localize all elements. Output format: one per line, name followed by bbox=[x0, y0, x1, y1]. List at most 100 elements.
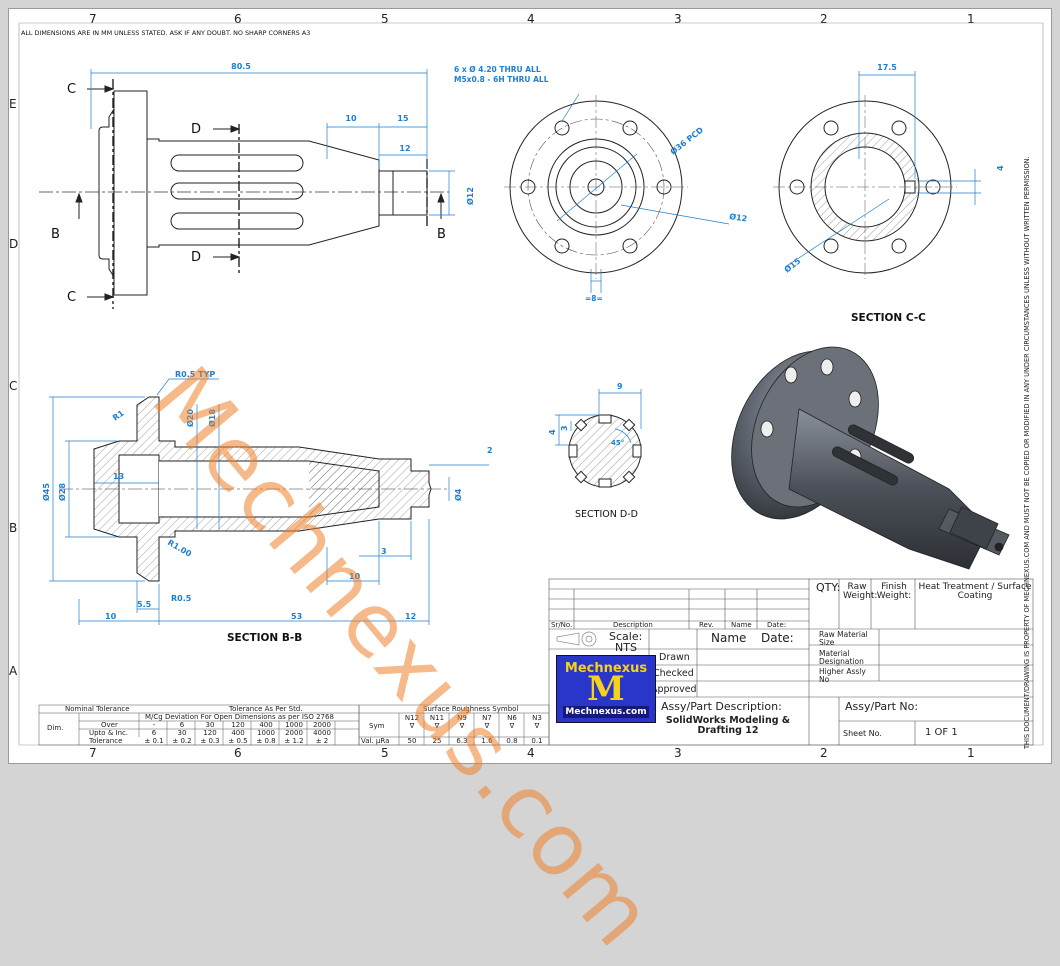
zone-label-bottom: 2 bbox=[820, 746, 828, 760]
section-marker-d: D bbox=[191, 122, 201, 137]
tol-upto-label: Upto & Inc. bbox=[89, 729, 129, 737]
tolerance-cell: 30 bbox=[205, 721, 215, 729]
sheet-no-value: 1 OF 1 bbox=[925, 727, 958, 738]
tolerance-table-frame bbox=[38, 704, 550, 746]
general-note: ALL DIMENSIONS ARE IN MM UNLESS STATED. … bbox=[21, 29, 311, 37]
roughness-symbol-icon: ∇ bbox=[509, 722, 515, 730]
logo-letter: M bbox=[587, 669, 625, 709]
dim-45deg: 45° bbox=[611, 439, 624, 447]
isometric-view bbox=[731, 346, 1010, 570]
material-designation-label: Material Designation bbox=[819, 649, 864, 666]
assy-no-label: Assy/Part No: bbox=[845, 700, 919, 713]
dim-r05: R0.5 bbox=[171, 594, 192, 603]
roughness-symbol-icon: ∇ bbox=[534, 722, 540, 730]
dim-width8: =8= bbox=[585, 294, 603, 303]
dim-3: 3 bbox=[560, 425, 569, 431]
tolerance-cell: 4000 bbox=[313, 729, 331, 737]
tol-over-label: Over bbox=[101, 721, 118, 729]
dim-53: 53 bbox=[291, 612, 302, 621]
tolerance-cell: 1000 bbox=[257, 729, 275, 737]
roughness-symbol-icon: ∇ bbox=[459, 722, 465, 730]
roughness-symbol-icon: ∇ bbox=[409, 722, 415, 730]
zone-label-top: 4 bbox=[527, 12, 535, 26]
section-cc-title: SECTION C-C bbox=[851, 312, 926, 324]
tol-title-nominal: Nominal Tolerance bbox=[65, 705, 130, 713]
tolerance-cell: ± 0.3 bbox=[200, 737, 220, 745]
dim-2: 2 bbox=[487, 446, 493, 455]
dim-dia18: Ø18 bbox=[207, 409, 217, 427]
description-value: SolidWorks Modeling & Drafting 12 bbox=[665, 715, 791, 736]
tolerance-cell: 120 bbox=[203, 729, 217, 737]
zone-label-top: 2 bbox=[820, 12, 828, 26]
finish-weight-label: Finish Weight: bbox=[876, 582, 912, 601]
date-small-label: Date: bbox=[767, 621, 787, 629]
tol-subtitle: M/Cg Deviation For Open Dimensions as pe… bbox=[145, 713, 334, 721]
tolerance-cell: 30 bbox=[177, 729, 187, 737]
zone-label-bottom: 1 bbox=[967, 746, 975, 760]
zone-label-top: 6 bbox=[234, 12, 242, 26]
heat-treatment-label: Heat Treatment / Surface Coating bbox=[918, 582, 1032, 601]
dim-10: 10 bbox=[349, 572, 361, 581]
roughness-grade: N9 bbox=[457, 714, 467, 722]
zone-label-bottom: 5 bbox=[381, 746, 389, 760]
dim-4: 4 bbox=[996, 165, 1005, 171]
roughness-sym-label: Sym bbox=[369, 722, 385, 730]
zone-label-bottom: 4 bbox=[527, 746, 535, 760]
tolerance-cell: 2000 bbox=[285, 729, 303, 737]
section-bb-title: SECTION B-B bbox=[227, 632, 302, 644]
approved-label: Approved bbox=[651, 684, 697, 695]
date-label: Date: bbox=[761, 631, 794, 645]
zone-label-side: E bbox=[9, 97, 17, 111]
dim-12: 12 bbox=[399, 144, 410, 153]
zone-label-top: 3 bbox=[674, 12, 682, 26]
dim-r1: R1 bbox=[111, 408, 126, 422]
tolerance-cell: 6 bbox=[179, 721, 185, 729]
dim-dia12: Ø12 bbox=[465, 187, 475, 205]
raw-weight-label: Raw Weight: bbox=[843, 582, 878, 601]
dim-dia4: Ø4 bbox=[453, 488, 463, 501]
tolerance-cell: ± 0.1 bbox=[144, 737, 164, 745]
dim-13: 13 bbox=[113, 472, 124, 481]
roughness-grade: N3 bbox=[532, 714, 542, 722]
roughness-value: 50 bbox=[407, 737, 417, 745]
tolerance-cell: ± 0.8 bbox=[256, 737, 276, 745]
roughness-symbol-icon: ∇ bbox=[434, 722, 440, 730]
dim-overall: 80.5 bbox=[231, 62, 251, 71]
roughness-value: 1.6 bbox=[481, 737, 493, 745]
dim-15: 15 bbox=[397, 114, 409, 123]
scale-symbol bbox=[556, 631, 597, 647]
zone-label-bottom: 7 bbox=[89, 746, 97, 760]
tol-dim-label: Dim. bbox=[47, 724, 64, 732]
description-label: Description bbox=[613, 621, 653, 629]
roughness-value: 6.3 bbox=[456, 737, 468, 745]
dim-9: 9 bbox=[617, 382, 623, 391]
name-label: Name bbox=[711, 631, 747, 645]
zone-label-bottom: 3 bbox=[674, 746, 682, 760]
section-marker-c: C bbox=[67, 290, 76, 305]
tolerance-cell: ± 2 bbox=[315, 737, 329, 745]
hole-note-1: 6 x Ø 4.20 THRU ALL bbox=[454, 65, 541, 74]
tolerance-cell: - bbox=[152, 721, 156, 729]
zone-label-side: C bbox=[9, 379, 18, 393]
raw-material-size-label: Raw Material Size bbox=[819, 630, 868, 647]
dim-10: 10 bbox=[105, 612, 117, 621]
section-cc-view bbox=[773, 71, 981, 279]
drawing-sheet: 7 6 5 4 3 2 1 7 6 5 4 3 2 1 E D C B A AL… bbox=[8, 8, 1052, 966]
technical-drawing: 80.5 10 15 12 Ø12 C C D D B B bbox=[18, 22, 1044, 746]
dim-dia12-end: Ø12 bbox=[729, 211, 748, 223]
section-marker-b: B bbox=[51, 227, 60, 242]
assy-desc-label: Assy/Part Description: bbox=[661, 700, 782, 713]
dim-dia45: Ø45 bbox=[41, 483, 51, 501]
section-marker-b: B bbox=[437, 227, 446, 242]
hole-note-2: M5x0.8 - 6H THRU ALL bbox=[454, 75, 549, 84]
scale-value: NTS bbox=[615, 641, 637, 654]
zone-label-top: 1 bbox=[967, 12, 975, 26]
checked-label: Checked bbox=[653, 668, 694, 679]
roughness-grade: N12 bbox=[404, 714, 420, 722]
tolerance-cell: 6 bbox=[151, 729, 157, 737]
scale-label: Scale: bbox=[609, 630, 643, 643]
qty-label: QTY: bbox=[816, 581, 841, 594]
dim-3: 3 bbox=[381, 547, 387, 556]
dim-4: 4 bbox=[548, 429, 557, 435]
roughness-grade: N11 bbox=[429, 714, 445, 722]
